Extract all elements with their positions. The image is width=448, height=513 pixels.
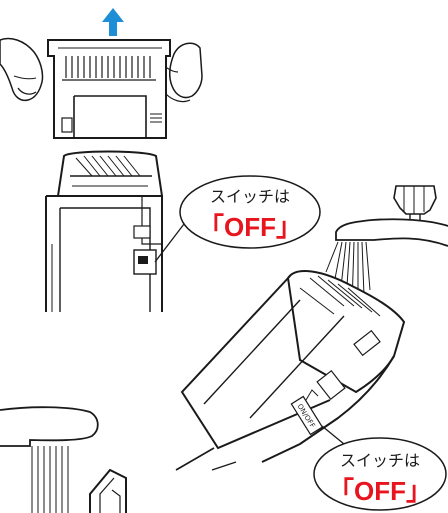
water-stream-bottom	[31, 446, 69, 513]
callout-1-off-label: 「OFF」	[198, 212, 302, 242]
callout-1-line1: スイッチは	[210, 187, 290, 206]
right-hand	[169, 42, 203, 99]
shaver-tilted: ON/OFF	[175, 270, 406, 471]
remove-cap-illustration: スイッチは 「OFF」	[0, 8, 321, 312]
shaver-body-top	[45, 150, 164, 312]
faucet-right	[335, 185, 448, 247]
up-arrow-icon	[102, 8, 124, 36]
callout-2-line1: スイッチは	[340, 451, 420, 470]
callout-2-off-label: 「OFF」	[328, 476, 432, 506]
switch-off-callout-1: スイッチは 「OFF」	[154, 175, 321, 263]
rinse-illustration-bottom	[0, 406, 127, 513]
left-hand	[0, 37, 44, 102]
cap	[47, 39, 171, 139]
faucet-bottom-left	[0, 406, 99, 447]
rinse-illustration: ON/OFF スイッチは 「OFF」	[175, 185, 448, 511]
switch-off-callout-2: スイッチは 「OFF」	[313, 425, 447, 511]
shaver-bottom	[89, 468, 127, 513]
